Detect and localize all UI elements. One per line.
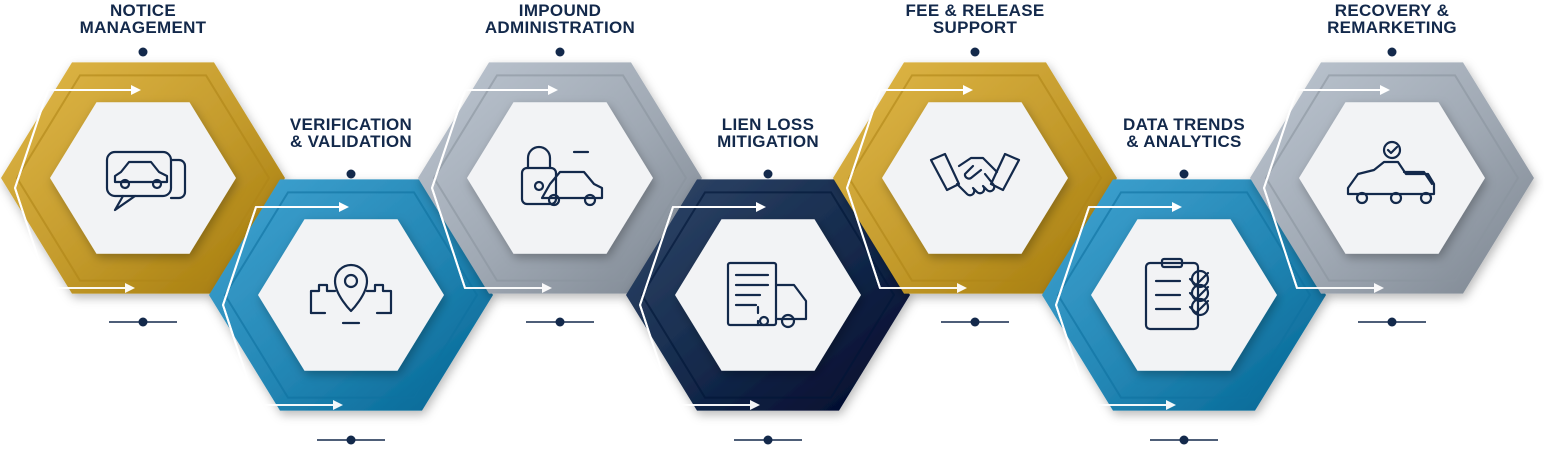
label-dot [346,169,356,179]
hex-step-5 [833,62,1117,294]
label-dot [1179,169,1189,179]
arrow-track-side [1054,206,1090,406]
tow-truck-icon [1346,140,1436,205]
step-label-line1: RECOVERY & [1334,1,1450,20]
arrow-track-side [13,89,49,289]
label-dot [138,47,148,57]
hex-inner [258,219,444,371]
connector-dot [1387,317,1397,327]
step-label-line1: DATA TRENDS [1123,115,1245,134]
connector-dot [555,317,565,327]
hex-rim [640,191,896,399]
hex-rim [15,74,271,282]
hex-rim [847,74,1103,282]
step-label-recovery-remarketing: RECOVERY & REMARKETING [1282,2,1502,36]
hex-rim [1264,74,1520,282]
hex-inner [1299,102,1485,254]
car-lock-icon [520,145,604,207]
hex-step-6 [1042,179,1326,411]
step-label-data-trends-analytics: DATA TRENDS & ANALYTICS [1074,116,1294,150]
arrow-track-side [221,206,257,406]
step-label-line2: MITIGATION [717,132,819,151]
hex-step-2 [209,179,493,411]
hex-inner [1091,219,1277,371]
step-label-line1: NOTICE [109,1,177,20]
hex-step-1 [1,62,285,294]
step-label-line1: LIEN LOSS [721,115,815,134]
step-label-lien-loss-mitigation: LIEN LOSS MITIGATION [658,116,878,150]
step-label-line1: VERIFICATION [289,115,413,134]
connector-dot [346,435,356,445]
connector-dot [1179,435,1189,445]
hex-rim [223,191,479,399]
hex-inner [50,102,236,254]
step-label-line2: REMARKETING [1327,18,1457,37]
hex-step-3 [418,62,702,294]
step-label-line1: IMPOUND [518,1,602,20]
step-label-fee-release-support: FEE & RELEASE SUPPORT [865,2,1085,36]
hex-step-4 [626,179,910,411]
arrow-track-side [430,89,466,289]
step-label-line2: MANAGEMENT [79,18,207,37]
car-chat-icon [105,150,187,212]
hex-inner [675,219,861,371]
step-label-notice-management: NOTICE MANAGEMENT [33,2,253,36]
hex-inner [467,102,653,254]
step-label-line2: & ANALYTICS [1126,132,1242,151]
location-pin-icon [309,263,393,325]
step-label-line2: SUPPORT [932,18,1018,37]
label-dot [970,47,980,57]
connector-dot [970,317,980,327]
label-dot [1387,47,1397,57]
connector-dot [138,317,148,327]
hex-rim [432,74,688,282]
invoice-truck-icon [726,261,808,329]
step-label-line1: FEE & RELEASE [905,1,1045,20]
hex-rim [1056,191,1312,399]
connector-dot [763,435,773,445]
hex-inner [882,102,1068,254]
arrow-track-side [845,89,881,289]
label-dot [555,47,565,57]
label-dot [763,169,773,179]
hex-step-7 [1250,62,1534,294]
step-label-line2: ADMINISTRATION [484,18,636,37]
step-label-verification-validation: VERIFICATION & VALIDATION [241,116,461,150]
handshake-icon [929,152,1021,197]
arrow-track-side [638,206,674,406]
checklist-icon [1144,257,1210,331]
step-label-impound-administration: IMPOUND ADMINISTRATION [450,2,670,36]
arrow-track-side [1262,89,1298,289]
step-label-line2: & VALIDATION [290,132,412,151]
